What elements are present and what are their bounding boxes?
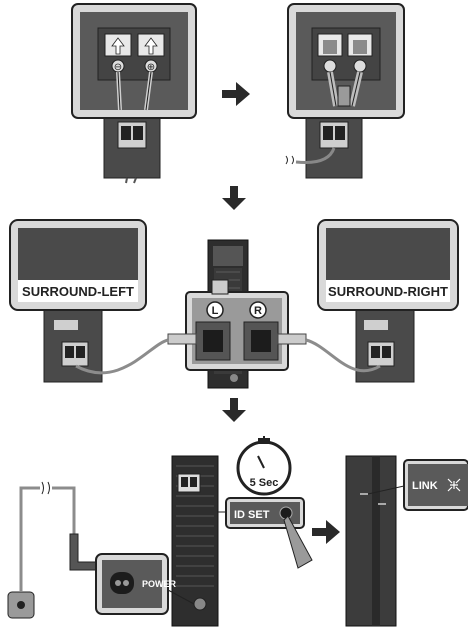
cable-left	[75, 338, 169, 375]
surround-left-speaker: SURROUND-LEFT	[9, 219, 169, 383]
speaker-front-link: LINK	[345, 455, 468, 627]
wall-outlet	[7, 481, 99, 619]
main-unit-power-panel: POWER	[95, 455, 219, 627]
cable-break-icon	[285, 155, 294, 165]
id-set-label: ID SET	[234, 509, 270, 521]
cable-lead	[295, 147, 336, 164]
step-1-cable-insert: ⊖ ⊕	[71, 3, 197, 184]
surround-left-label: SURROUND-LEFT	[22, 284, 134, 299]
surround-right-speaker: SURROUND-RIGHT	[305, 219, 459, 383]
terminal-right-label: R	[254, 305, 262, 317]
step-2-cable-locked	[285, 3, 405, 179]
main-unit-rear: L R	[167, 239, 307, 389]
insert-arrow-right-icon	[144, 37, 158, 55]
cable-break-icon	[41, 481, 50, 495]
arrow-down-icon	[222, 398, 246, 422]
pen-tip-icon	[283, 515, 313, 569]
minus-sign: ⊖	[114, 62, 122, 73]
arrow-right-icon	[312, 520, 340, 544]
insert-arrow-left-icon	[111, 37, 125, 55]
stopwatch-icon: 5 Sec	[236, 436, 292, 496]
power-cord	[19, 486, 76, 592]
arrow-right-icon	[222, 82, 250, 106]
plus-sign: ⊕	[147, 62, 155, 73]
id-set-button[interactable]	[279, 506, 293, 520]
terminal-left-label: L	[212, 305, 219, 317]
cable-right	[305, 338, 381, 373]
timer-label: 5 Sec	[250, 477, 279, 489]
arrow-down-icon	[222, 186, 246, 210]
led-burst-icon	[447, 478, 461, 492]
link-label: LINK	[412, 480, 438, 492]
surround-right-label: SURROUND-RIGHT	[328, 284, 448, 299]
id-set-callout: ID SET	[218, 497, 313, 569]
power-label: POWER	[142, 579, 177, 589]
